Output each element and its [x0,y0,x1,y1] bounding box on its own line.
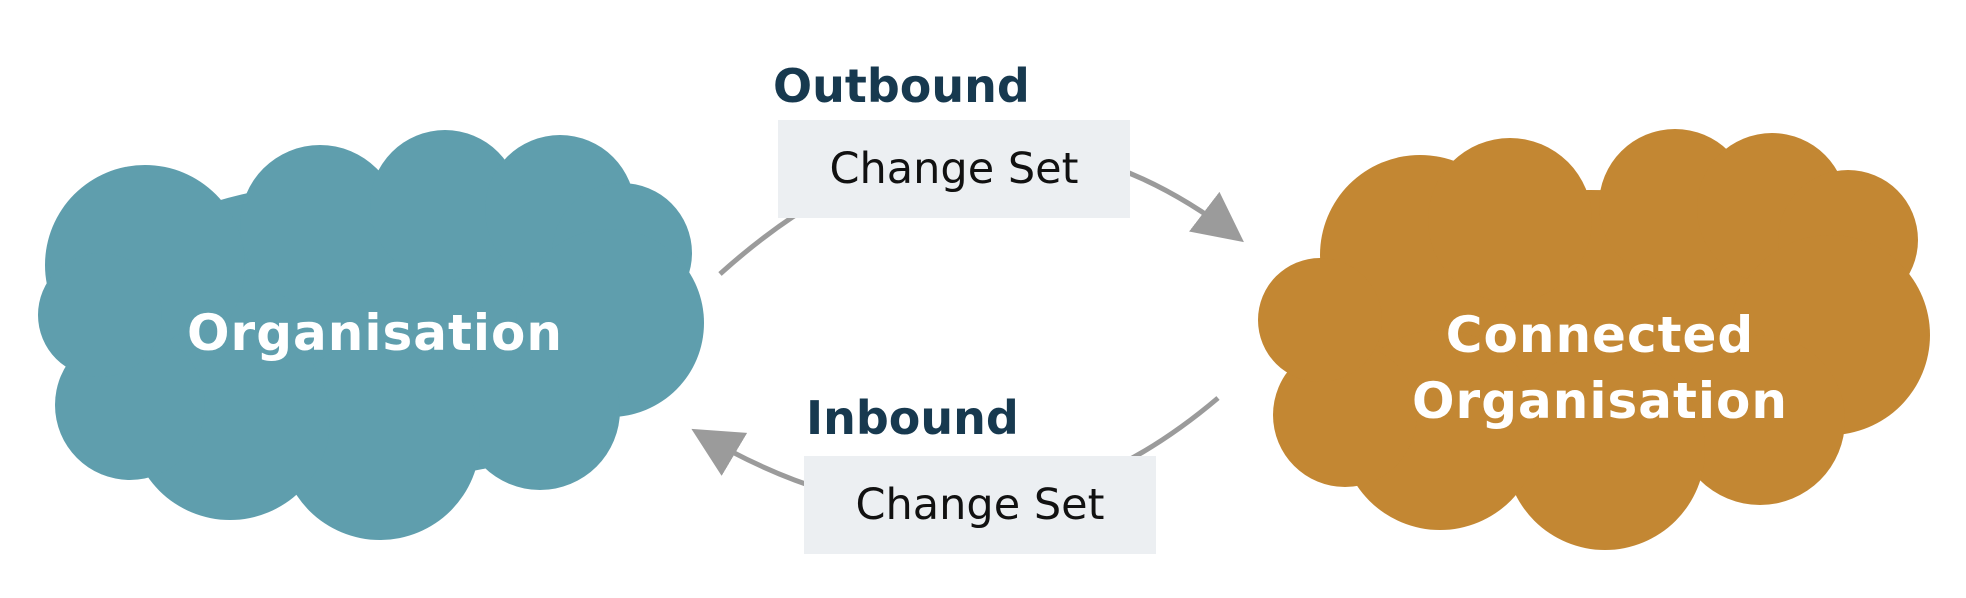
outbound-label: Outbound [773,59,1030,113]
outbound-change-set-text: Change Set [829,144,1079,194]
organisation-label: Organisation [160,280,590,386]
connected-organisation-label-line2: Organisation [1412,372,1788,430]
organisation-cloud [38,130,704,540]
connected-organisation-label: Connected Organisation [1370,268,1830,468]
inbound-change-set-text: Change Set [855,480,1105,530]
inbound-label: Inbound [806,391,1019,445]
outbound-change-set-box: Change Set [778,120,1130,218]
inbound-change-set-box: Change Set [804,456,1156,554]
connected-organisation-cloud [1258,129,1930,550]
connected-organisation-label-line1: Connected [1445,306,1755,364]
organisation-label-text: Organisation [187,304,563,362]
